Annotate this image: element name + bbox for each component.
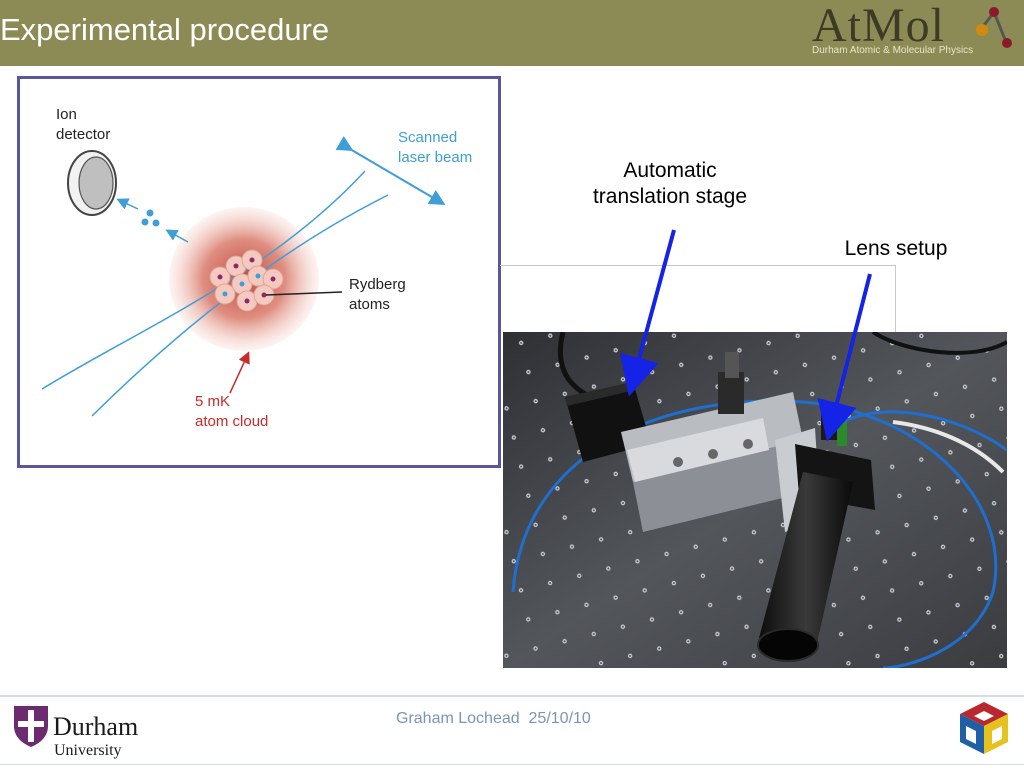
ion-dot (141, 218, 149, 226)
durham-logo-subtitle: University (54, 742, 122, 759)
atmol-logo-word: AtMol (812, 0, 946, 52)
ion-dot (146, 209, 154, 217)
durham-logo-name: Durham (53, 712, 139, 741)
placeholder-frame (500, 265, 896, 332)
translation-stage-callout: Automatic translation stage (560, 158, 780, 210)
footer-bottom-rule (0, 764, 1024, 765)
header-bar: Experimental procedure AtMol Durham Atom… (0, 0, 1024, 66)
atmol-logo-subtitle: Durham Atomic & Molecular Physics (812, 45, 974, 56)
ion-flight-arrow (165, 229, 189, 243)
cloud-pointer-arrow (229, 351, 250, 394)
molecule-icon (976, 7, 1012, 48)
footer-author-date: Graham Lochead 25/10/10 (396, 710, 591, 727)
lens-setup-callout: Lens setup (844, 237, 948, 260)
footer-divider (0, 695, 1024, 697)
cube-logo-icon (960, 702, 1008, 754)
rydberg-atoms (209, 249, 284, 312)
slide-title: Experimental procedure (0, 12, 330, 47)
rydberg-label: Rydberg atoms (349, 276, 410, 313)
scan-direction-arrow (335, 136, 446, 206)
ion-dot (152, 219, 160, 227)
durham-shield-icon (14, 706, 48, 747)
rydberg-diagram: Ion detector Scanned laser beam Rydberg … (17, 76, 501, 468)
atom-cloud-label: 5 mK atom cloud (195, 393, 268, 430)
ion-flight-arrow (116, 198, 139, 210)
rydberg-pointer-line (265, 291, 343, 296)
callout-line: Automatic (623, 159, 717, 182)
atmol-logo: AtMol Durham Atomic & Molecular Physics (808, 0, 1018, 62)
ion-detector-label: Ion detector (56, 106, 110, 143)
laser-beam-line (41, 170, 366, 390)
durham-university-logo: Durham University (12, 702, 162, 762)
scanned-beam-label: Scanned laser beam (398, 129, 472, 166)
rydberg-diagram-drawing: Ion detector Scanned laser beam Rydberg … (41, 106, 472, 430)
apparatus-photo (503, 332, 1007, 668)
callout-line: translation stage (592, 185, 748, 208)
ion-detector-face (78, 156, 114, 210)
